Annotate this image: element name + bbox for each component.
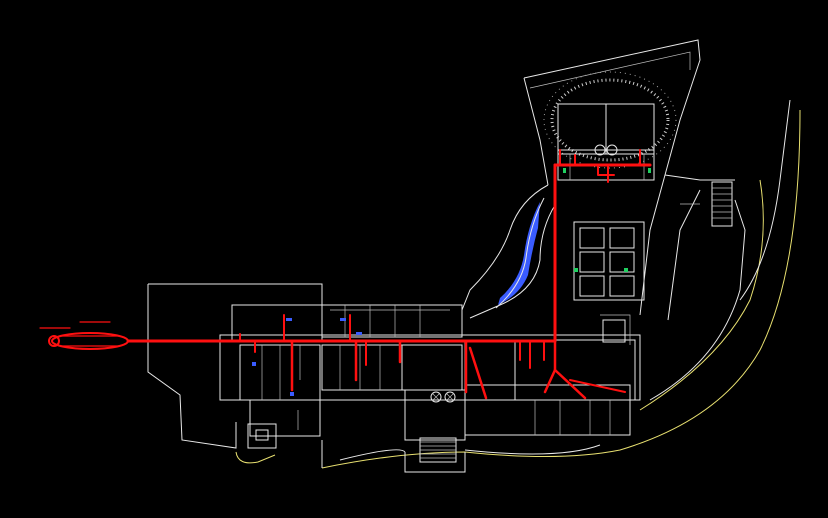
site-outline [147,39,791,468]
court [557,103,655,181]
mid-units [573,221,645,301]
pool [495,197,545,309]
water-pipe-network [39,149,652,400]
stairs-right [711,181,733,227]
stairs [404,437,466,473]
planting-ring [543,71,677,169]
fixture-markers [252,168,651,396]
site-boundary [235,109,801,469]
